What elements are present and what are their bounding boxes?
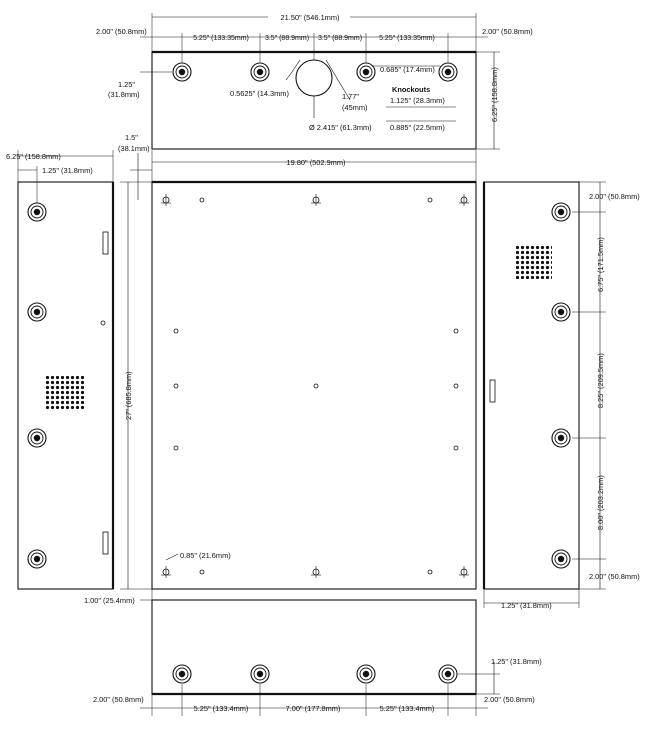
left-hinge-slot-top (102, 231, 109, 255)
top-right-edge-label: 2.00" (50.8mm) (482, 27, 533, 36)
front-stud-11 (427, 569, 433, 575)
right-hinge-slot (489, 379, 496, 403)
left-vent-grille (44, 376, 84, 411)
front-width-label: 19.80" (502.9mm) (287, 158, 346, 167)
front-mount-hole-label: 0.85" (21.6mm) (180, 551, 231, 560)
top-knockout-offset-label: 1.25" (118, 80, 135, 89)
right-knockout-3 (551, 428, 571, 448)
front-keyhole-bottom-center (311, 566, 321, 578)
left-depth-label: 6.25" (158.8mm) (6, 152, 61, 161)
right-spacing-1-label: 6.75" (171.5mm) (596, 237, 605, 292)
top-knockout-2 (250, 62, 270, 82)
bottom-spacing-left-label: 5.25" (133.4mm) (194, 704, 249, 713)
left-view: 6.25" (158.8mm) 1.25" (31.8mm) (6, 150, 115, 590)
left-knockout-2 (27, 302, 47, 322)
front-keyhole-top-center (311, 194, 321, 206)
front-stud-6 (313, 383, 319, 389)
top-left-edge-label: 2.00" (50.8mm) (96, 27, 147, 36)
right-knockout-1 (551, 202, 571, 222)
front-stud-8 (173, 445, 179, 451)
bottom-left-edge-label: 2.00" (50.8mm) (93, 695, 144, 704)
right-spacing-2-label: 8.25" (209.5mm) (596, 353, 605, 408)
bottom-knockout-1 (172, 664, 192, 684)
front-bottom-offset-label: 1.00" (25.4mm) (84, 596, 135, 605)
left-knockout-1 (27, 202, 47, 222)
right-knockout-4 (551, 549, 571, 569)
top-spacing-right-label: 5.25" (133.35mm) (379, 35, 435, 42)
top-view: 21.50" (546.1mm) 2.00" (50.8mm) 2.00" (5… (96, 13, 533, 150)
left-knockout-3 (27, 428, 47, 448)
right-panel (483, 181, 580, 590)
right-knockout-offset-label: 1.25" (31.8mm) (501, 601, 552, 610)
left-screw-hole (100, 320, 106, 326)
bottom-view: 1.25" (31.8mm) 2.00" (50.8mm) 2.00" (50.… (93, 599, 542, 716)
right-spacing-3-label: 8.00" (203.2mm) (596, 475, 605, 530)
right-vent-grille (516, 244, 552, 279)
front-stud-9 (453, 445, 459, 451)
top-spacing-center-right-label: 3.5" (88.9mm) (318, 35, 362, 42)
right-view: 2.00" (50.8mm) 6.75" (171.5mm) 8.25" (20… (482, 181, 640, 610)
right-top-offset-label: 2.00" (50.8mm) (589, 192, 640, 201)
front-stud-1 (199, 197, 205, 203)
right-bottom-offset-label: 2.00" (50.8mm) (589, 572, 640, 581)
top-spacing-left-label: 5.25" (133.35mm) (193, 35, 249, 42)
front-stud-5 (173, 383, 179, 389)
top-knockout-1 (172, 62, 192, 82)
front-view: 19.80" (502.9mm) 1.5" (38.1mm) 27" (685.… (84, 133, 477, 605)
front-keyhole-bottom-left (161, 566, 171, 578)
top-large-offset-label: 1.77" (342, 92, 359, 101)
front-keyhole-top-right (459, 194, 469, 206)
top-large-knockout-label: Ø 2.415" (61.3mm) (309, 123, 372, 132)
front-flange-width-mm-label: (38.1mm) (118, 144, 150, 153)
bottom-panel (151, 599, 477, 695)
top-depth-label: 6.25" (158.8mm) (490, 67, 499, 122)
bottom-spacing-center-label: 7.00" (177.8mm) (286, 704, 341, 713)
left-knockout-offset-label: 1.25" (31.8mm) (42, 166, 93, 175)
front-stud-3 (173, 328, 179, 334)
top-knockout-4 (438, 62, 458, 82)
top-large-offset-mm-label: (45mm) (342, 103, 367, 112)
top-knockout-size-1-label: 1.125" (28.3mm) (390, 96, 445, 105)
left-knockout-4 (27, 549, 47, 569)
bottom-knockout-4 (438, 664, 458, 684)
front-keyhole-bottom-right (459, 566, 469, 578)
top-small-knockout-label: 0.5625" (14.3mm) (230, 89, 289, 98)
front-stud-4 (453, 328, 459, 334)
top-knockout-offset-mm-label: (31.8mm) (108, 90, 140, 99)
top-overall-width-label: 21.50" (546.1mm) (281, 13, 340, 22)
bottom-spacing-right-label: 5.25" (133.4mm) (380, 704, 435, 713)
top-knockout-large (295, 59, 333, 97)
bottom-knockout-2 (250, 664, 270, 684)
front-stud-10 (199, 569, 205, 575)
left-panel (17, 181, 114, 590)
front-stud-7 (453, 383, 459, 389)
left-hinge-slot-bottom (102, 531, 109, 555)
front-flange-width-label: 1.5" (125, 133, 138, 142)
right-knockout-2 (551, 302, 571, 322)
top-spacing-center-left-label: 3.5" (88.9mm) (265, 35, 309, 42)
bottom-knockout-3 (356, 664, 376, 684)
bottom-knockout-offset-label: 1.25" (31.8mm) (491, 657, 542, 666)
top-knockouts-title: Knockouts (392, 85, 430, 94)
front-stud-2 (427, 197, 433, 203)
bottom-right-edge-label: 2.00" (50.8mm) (484, 695, 535, 704)
front-keyhole-top-left (161, 194, 171, 206)
top-knockout-3 (356, 62, 376, 82)
front-height-label: 27" (685.8mm) (124, 371, 133, 420)
top-knockout-size-2-label: 0.885" (22.5mm) (390, 123, 445, 132)
top-knockout-diameter-label: 0.685" (17.4mm) (380, 65, 435, 74)
